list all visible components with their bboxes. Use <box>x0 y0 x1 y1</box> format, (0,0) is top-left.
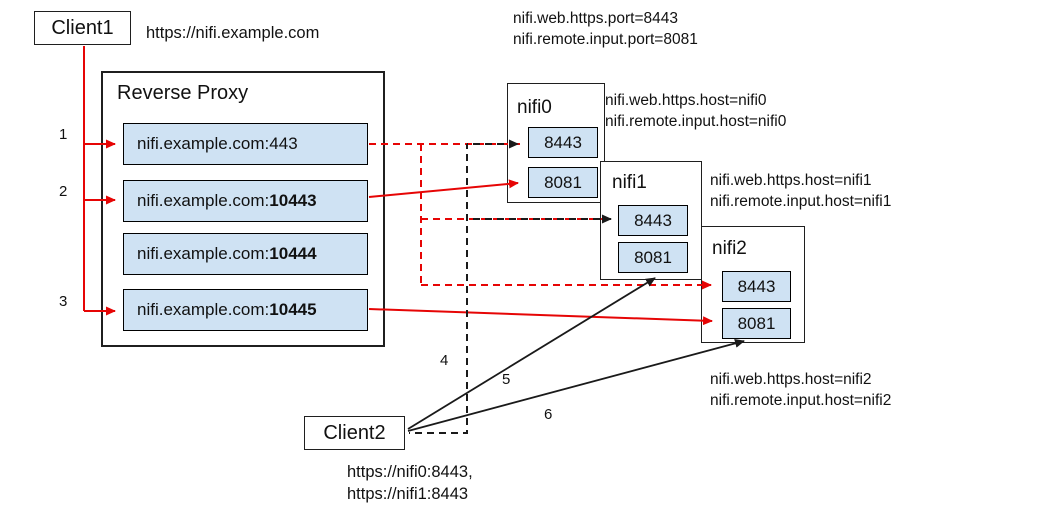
client1-box: Client1 <box>34 11 131 45</box>
nifi1-annotation: nifi.web.https.host=nifi1 nifi.remote.in… <box>710 172 892 210</box>
port-label: 8443 <box>544 132 582 152</box>
route-label-6: 6 <box>544 406 553 423</box>
proxy-mapping-row-10443: nifi.example.com:10443 <box>123 180 368 222</box>
client1-url-text: https://nifi.example.com <box>146 24 320 42</box>
port-label: 8081 <box>544 172 582 192</box>
port-label: 8443 <box>634 210 672 230</box>
mapping-prefix: nifi.example.com: <box>137 244 270 263</box>
mapping-port: 443 <box>269 134 298 153</box>
client2-solid-routes <box>407 277 745 432</box>
mapping-port: 10444 <box>269 244 317 263</box>
route-label-2: 2 <box>59 183 68 200</box>
client1-label: Client1 <box>51 16 114 39</box>
nifi2-port-8081-box: 8081 <box>722 308 791 339</box>
nifi2-port-8443-box: 8443 <box>722 271 791 302</box>
route-label-1: 1 <box>59 126 68 143</box>
route-label-5: 5 <box>502 371 511 388</box>
proxy-mapping-row-443: nifi.example.com:443 <box>123 123 368 165</box>
nifi0-annotation: nifi.web.https.host=nifi0 nifi.remote.in… <box>605 92 787 130</box>
nifi0-port-8443-box: 8443 <box>528 127 598 158</box>
mapping-port: 10445 <box>269 300 317 319</box>
client2-urls-text: https://nifi0:8443, https://nifi1:8443 <box>347 463 473 503</box>
mapping-prefix: nifi.example.com: <box>137 134 270 153</box>
route-label-4: 4 <box>440 352 449 369</box>
port-label: 8443 <box>737 276 776 296</box>
mapping-port: 10443 <box>269 191 317 210</box>
proxy-mapping-row-10444: nifi.example.com:10444 <box>123 233 368 275</box>
port-label: 8081 <box>737 313 776 333</box>
mapping-prefix: nifi.example.com: <box>137 191 270 210</box>
nifi1-port-8443-box: 8443 <box>618 205 688 236</box>
proxy-mapping-row-10445: nifi.example.com:10445 <box>123 289 368 331</box>
port-label: 8081 <box>634 247 672 267</box>
nifi0-port-8081-box: 8081 <box>528 167 598 198</box>
reverse-proxy-title: Reverse Proxy <box>117 82 249 104</box>
nifi0-title: nifi0 <box>517 97 552 118</box>
nifi2-annotation: nifi.web.https.host=nifi2 nifi.remote.in… <box>710 371 892 409</box>
nifi2-title: nifi2 <box>712 238 747 259</box>
global-config-text: nifi.web.https.port=8443 nifi.remote.inp… <box>513 10 698 48</box>
client2-box: Client2 <box>304 416 405 450</box>
nifi1-port-8081-box: 8081 <box>618 242 688 273</box>
nifi1-title: nifi1 <box>612 172 647 193</box>
route-label-3: 3 <box>59 293 68 310</box>
client2-label: Client2 <box>323 421 386 444</box>
mapping-prefix: nifi.example.com: <box>137 300 270 319</box>
